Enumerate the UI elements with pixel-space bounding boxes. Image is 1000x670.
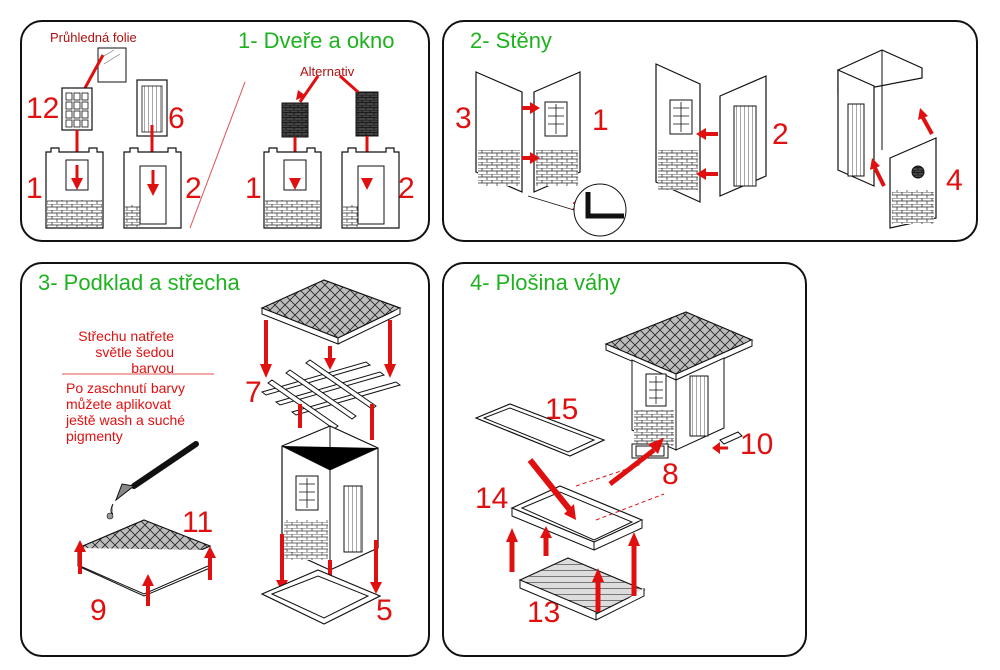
- part-number-2a: 2: [185, 172, 202, 205]
- label-alternative: Alternativ: [300, 64, 355, 79]
- foil-sheet: [83, 47, 127, 89]
- alt-wall-part-2: [341, 147, 400, 229]
- weathering-note-line-1: Po zaschnutí barvy: [66, 380, 186, 396]
- painted-base-plate: [74, 519, 216, 606]
- wall-assembly-step-3: [837, 49, 937, 229]
- roof-part: [260, 279, 402, 378]
- wall-assembly-step-1: [475, 71, 581, 193]
- weathering-note: Po zaschnutí barvy můžete aplikovat ješt…: [66, 380, 185, 444]
- weathering-note-line-4: pigmenty: [66, 428, 123, 444]
- part-number-5: 5: [376, 594, 393, 627]
- part-number-12: 12: [26, 92, 60, 125]
- corner-detail: [527, 183, 627, 237]
- part-number-4: 4: [946, 164, 963, 197]
- weathering-note-line-3: ještě wash a suché: [66, 412, 186, 428]
- label-transparent-foil: Průhledná folie: [50, 30, 137, 45]
- base-frame-part: [260, 569, 382, 625]
- scale-platform-14: [510, 438, 665, 551]
- roof-truss-frame: [260, 359, 402, 440]
- wall-part-1: [45, 147, 104, 229]
- part-number-3: 3: [455, 102, 472, 135]
- weathering-note-line-2: můžete aplikovat: [66, 396, 172, 412]
- part-number-7: 7: [245, 376, 262, 409]
- scale-glass-15: [474, 403, 606, 457]
- wall-part-2: [123, 147, 182, 229]
- alt-brick-window: [281, 75, 320, 158]
- roof-paint-note: Střechu natřete světle šedou barvou: [66, 328, 174, 376]
- door-part: [136, 79, 168, 160]
- part-number-11: 11: [182, 506, 214, 539]
- alt-wall-part-1: [263, 147, 322, 229]
- scale-base-13: [506, 526, 646, 621]
- part-number-6: 6: [168, 102, 185, 135]
- alt-brick-door: [339, 74, 379, 160]
- wall-assembly-step-2: [655, 63, 767, 203]
- roof-paint-note-line-3: barvou: [131, 360, 174, 376]
- part-number-14: 14: [475, 482, 509, 515]
- panel-3-title: 3- Podklad a střecha: [38, 270, 240, 295]
- part-number-1a: 1: [26, 172, 43, 205]
- part-number-9: 9: [90, 594, 107, 627]
- part-number-10: 10: [740, 428, 774, 461]
- roof-paint-note-line-1: Střechu natřete: [78, 328, 174, 344]
- part-number-1: 1: [592, 104, 609, 137]
- paint-brush: [106, 441, 199, 520]
- panel-2-title: 2- Stěny: [470, 28, 552, 53]
- part-number-8: 8: [662, 458, 679, 491]
- scale-house: [604, 311, 754, 459]
- part-number-2: 2: [772, 118, 789, 151]
- panel-4-title: 4- Plošina váhy: [470, 270, 621, 295]
- part-number-2b: 2: [398, 172, 415, 205]
- roof-paint-note-line-2: světle šedou: [95, 344, 174, 360]
- part-number-1b: 1: [245, 172, 262, 205]
- panel-1-title: 1- Dveře a okno: [238, 28, 395, 53]
- window-frame-part: [61, 87, 93, 158]
- alternative-divider: [189, 81, 246, 229]
